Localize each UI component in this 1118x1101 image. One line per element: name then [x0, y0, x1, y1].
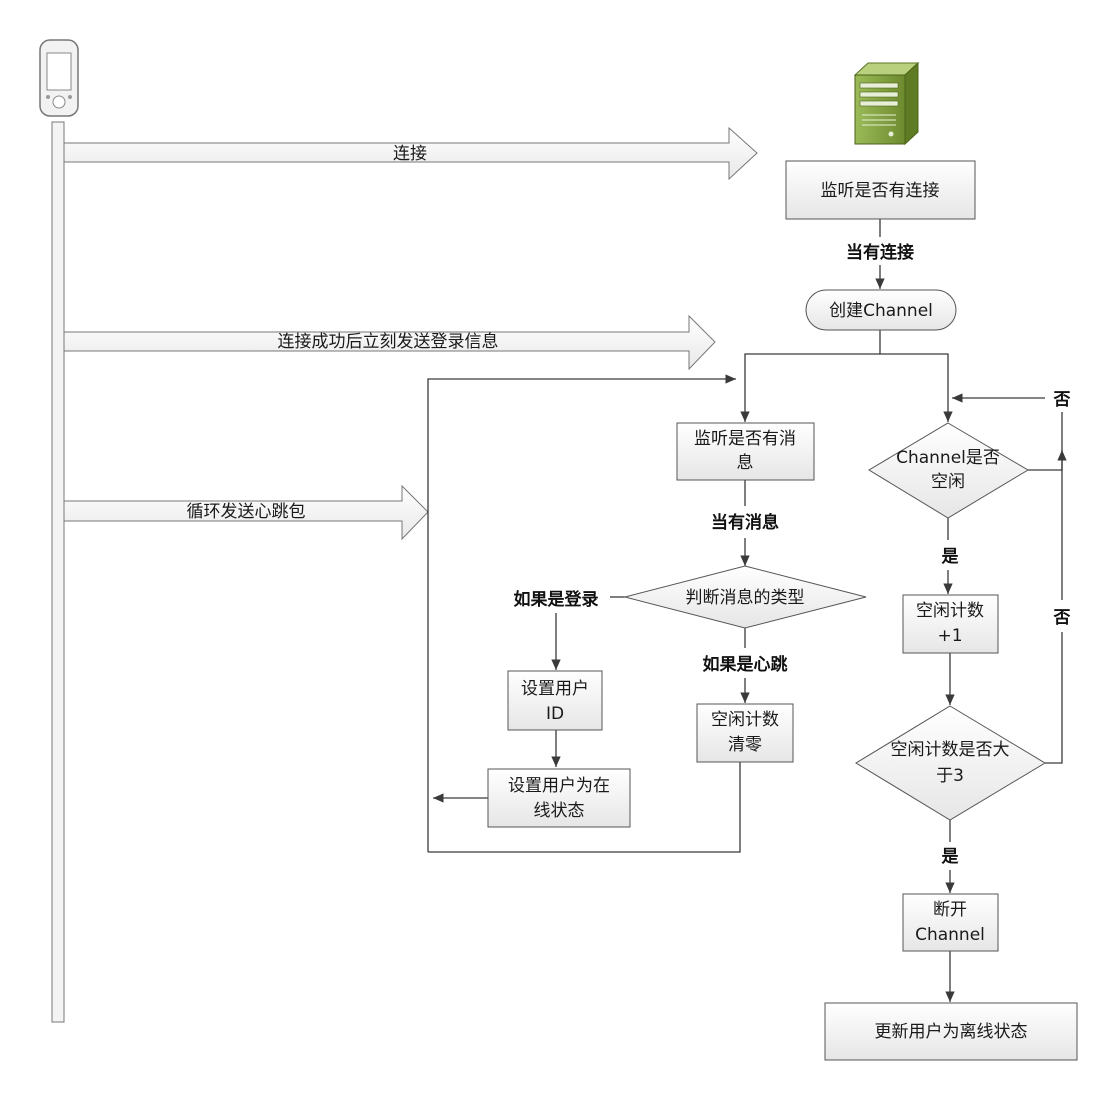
node-idle-count-reset-label-2: 清零	[728, 735, 762, 755]
node-channel-idle-label-2: 空闲	[931, 472, 965, 492]
connect-arrow: 连接	[63, 126, 758, 181]
client-lifeline	[51, 121, 65, 1023]
node-create-channel-label: 创建Channel	[829, 301, 933, 321]
edge-label-no-2: 否	[1053, 608, 1071, 628]
node-idle-count-increment: 空闲计数 +1	[902, 594, 999, 654]
node-set-user-online: 设置用户为在 线状态	[487, 768, 631, 828]
node-set-user-online-label-2: 线状态	[534, 801, 585, 821]
node-idle-count-reset-label-1: 空闲计数	[711, 710, 779, 730]
heartbeat-arrow-label: 循环发送心跳包	[187, 502, 306, 522]
edge-label-when-connected: 当有连接	[846, 242, 914, 263]
node-idle-greater-than-3-label-1: 空闲计数是否大	[891, 740, 1010, 760]
send-login-arrow-label: 连接成功后立刻发送登录信息	[278, 332, 499, 352]
phone-icon	[39, 39, 79, 117]
node-channel-idle-label-1: Channel是否	[896, 448, 1000, 468]
edge-label-when-message: 当有消息	[711, 512, 779, 533]
node-listen-message-label-1: 监听是否有消	[694, 429, 796, 449]
node-disconnect-channel-label-2: Channel	[915, 925, 985, 945]
node-listen-connection: 监听是否有连接	[785, 160, 976, 220]
node-create-channel: 创建Channel	[805, 289, 957, 331]
node-idle-count-reset: 空闲计数 清零	[696, 703, 794, 763]
edge-label-yes-2: 是	[942, 847, 959, 867]
node-listen-message-label-2: 息	[737, 453, 754, 473]
send-login-arrow: 连接成功后立刻发送登录信息	[63, 314, 716, 371]
node-judge-message-type: 判断消息的类型	[623, 565, 867, 629]
node-set-user-id: 设置用户 ID	[507, 670, 603, 731]
node-set-user-id-label-1: 设置用户	[521, 679, 589, 699]
connectors	[427, 219, 1067, 1002]
node-idle-greater-than-3: 空闲计数是否大 于3	[855, 705, 1046, 821]
node-idle-count-increment-label-1: 空闲计数	[916, 601, 984, 621]
node-listen-message: 监听是否有消 息	[676, 422, 815, 481]
node-disconnect-channel: 断开 Channel	[902, 893, 999, 952]
connect-arrow-label: 连接	[393, 144, 427, 164]
heartbeat-arrow: 循环发送心跳包	[63, 484, 429, 541]
node-idle-greater-than-3-label-2: 于3	[936, 766, 964, 786]
edge-label-if-login: 如果是登录	[514, 589, 599, 610]
node-listen-connection-label: 监听是否有连接	[821, 181, 940, 201]
node-update-offline: 更新用户为离线状态	[824, 1002, 1078, 1061]
node-idle-count-increment-label-2: +1	[937, 626, 962, 646]
node-update-offline-label: 更新用户为离线状态	[875, 1022, 1028, 1042]
node-disconnect-channel-label-1: 断开	[933, 900, 967, 920]
node-set-user-id-label-2: ID	[546, 704, 564, 724]
node-judge-message-type-label: 判断消息的类型	[686, 588, 805, 608]
edge-label-if-heartbeat: 如果是心跳	[703, 654, 788, 675]
edge-label-yes-1: 是	[942, 547, 959, 567]
node-channel-idle: Channel是否 空闲	[868, 422, 1029, 519]
node-set-user-online-label-1: 设置用户为在	[508, 776, 610, 796]
edge-label-no-1: 否	[1053, 390, 1071, 410]
server-icon	[853, 61, 920, 146]
